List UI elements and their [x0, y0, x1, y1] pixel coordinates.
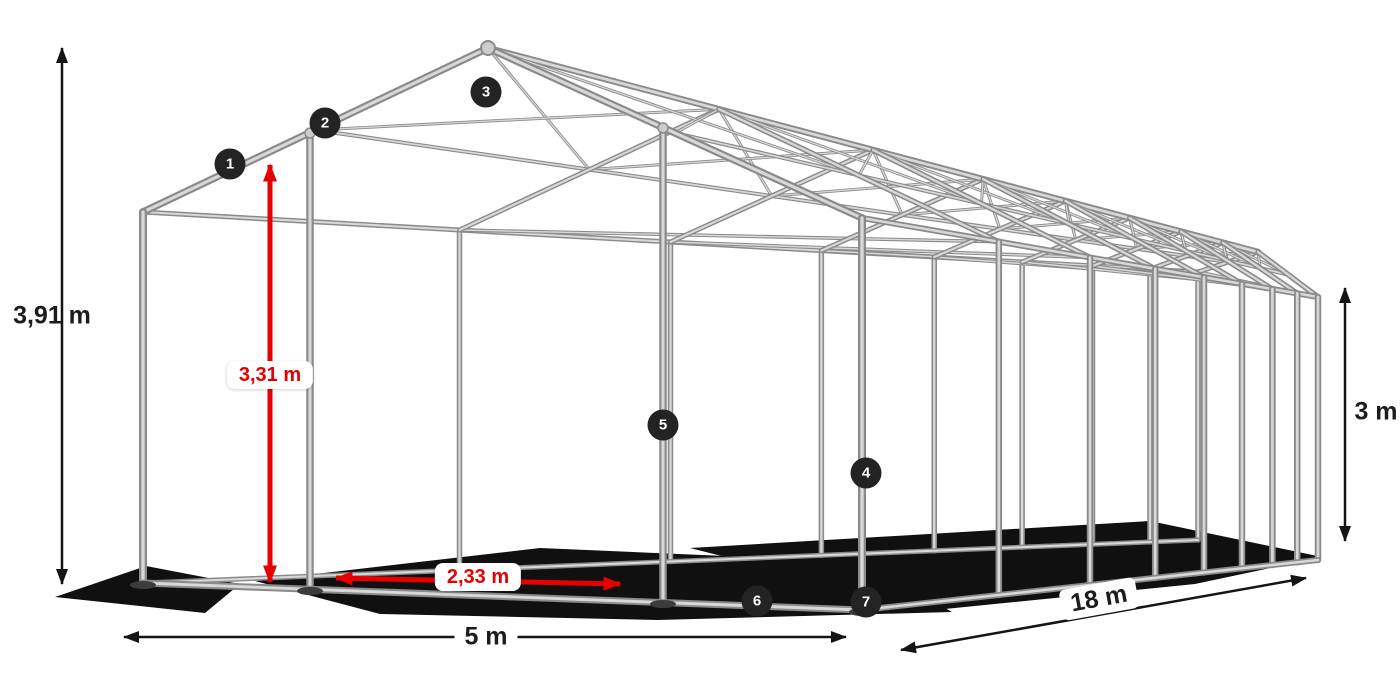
part-marker-4: 4 — [850, 457, 882, 489]
label-entrance-width: 2,33 m — [434, 563, 522, 591]
part-marker-5: 5 — [647, 409, 679, 441]
part-marker-6: 6 — [741, 585, 773, 617]
part-marker-1: 1 — [214, 148, 246, 180]
label-total-height: 3,91 m — [13, 301, 91, 330]
tent-frame — [130, 40, 1322, 616]
part-marker-7: 7 — [850, 586, 882, 618]
dimension-arrow-length — [900, 574, 1307, 654]
label-inner-height: 3,31 m — [226, 361, 314, 389]
part-marker-2: 2 — [309, 107, 341, 139]
part-marker-3: 3 — [470, 76, 502, 108]
label-front-width: 5 m — [454, 621, 518, 653]
label-side-height: 3 m — [1354, 397, 1398, 426]
